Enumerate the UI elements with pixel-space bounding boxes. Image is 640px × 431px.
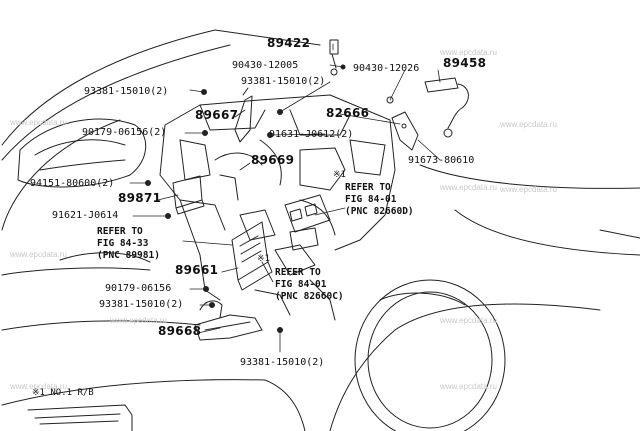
sensor-89458	[386, 77, 469, 138]
sensor-89422	[329, 39, 339, 76]
watermark: www.epcdata.ru	[440, 382, 497, 391]
refer-82660c-line2: FIG 84-01	[275, 279, 327, 290]
note-star1-lower: ※1	[257, 254, 270, 264]
part-label-89422: 89422	[267, 36, 311, 50]
wheel	[354, 279, 506, 431]
part-label-89668: 89668	[158, 324, 202, 338]
footnote-relay-block: ※1 NO.1 R/B	[32, 388, 94, 398]
footnote-block	[27, 404, 133, 431]
leader-lines	[129, 43, 441, 353]
part-label-91631-j0612: 91631-J0612(2)	[269, 129, 354, 140]
bracket-82666	[391, 111, 419, 151]
part-label-89458: 89458	[443, 56, 487, 70]
bottom-bracket	[194, 300, 263, 341]
watermark: www.epcdata.ru	[440, 183, 497, 192]
refer-89981-line1: REFER TO	[97, 226, 143, 237]
part-label-94151-80600: 94151-80600(2)	[30, 178, 115, 189]
bracket	[234, 87, 253, 143]
part-label-89661: 89661	[175, 263, 219, 277]
car-body-outline	[1, 29, 640, 431]
watermark: www.epcdata.ru	[10, 382, 67, 391]
part-label-93381-15010-bot: 93381-15010(2)	[240, 357, 325, 368]
ecu-module	[231, 221, 273, 291]
watermark: www.epcdata.ru	[10, 250, 67, 259]
headlamp	[17, 118, 151, 263]
refer-89981-line3: (PNC 89981)	[97, 250, 160, 261]
part-label-89669: 89669	[251, 153, 295, 167]
part-label-93381-15010-left: 93381-15010(2)	[84, 86, 169, 97]
side-module	[172, 175, 205, 215]
refer-82660c-line3: (PNC 82660C)	[275, 291, 344, 302]
watermark: www.epcdata.ru	[500, 185, 557, 194]
watermark: www.epcdata.ru	[440, 316, 497, 325]
refer-89981-line2: FIG 84-33	[97, 238, 149, 249]
part-label-89871: 89871	[118, 191, 162, 205]
engine-block	[159, 94, 396, 321]
refer-82660d-line3: (PNC 82660D)	[345, 206, 414, 217]
refer-82660d-line2: FIG 84-01	[345, 194, 397, 205]
part-label-90179-06156-top: 90179-06156(2)	[82, 127, 167, 138]
refer-82660d-line1: REFER TO	[345, 182, 391, 193]
refer-82660c-line1: REFER TO	[275, 267, 321, 278]
part-label-90179-06156-bot: 90179-06156	[105, 283, 172, 294]
note-star1-upper: ※1	[333, 170, 346, 180]
watermark: www.epcdata.ru	[440, 48, 497, 57]
part-label-82666: 82666	[326, 106, 370, 120]
part-label-91621-j0614: 91621-J0614	[52, 210, 119, 221]
part-label-91673-80610: 91673-80610	[408, 155, 475, 166]
watermark: www.epcdata.ru	[10, 118, 67, 127]
watermark: www.epcdata.ru	[110, 316, 167, 325]
part-label-90430-12005: 90430-12005	[232, 60, 299, 71]
watermark: www.epcdata.ru	[500, 120, 557, 129]
part-label-90430-12026: 90430-12026	[353, 63, 420, 74]
part-label-89667: 89667	[195, 108, 239, 122]
relay-block	[284, 194, 331, 251]
part-label-93381-15010-top: 93381-15010(2)	[241, 76, 326, 87]
part-label-93381-15010-mid: 93381-15010(2)	[99, 299, 184, 310]
